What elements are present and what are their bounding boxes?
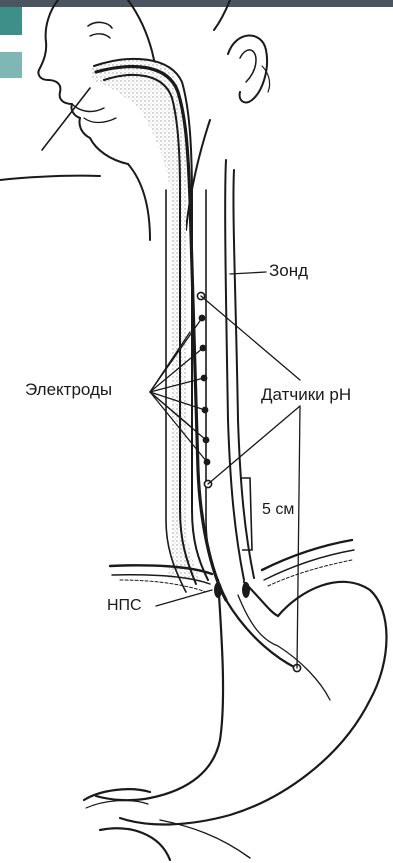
ph-leader-2 <box>208 406 300 484</box>
ph-sensors <box>197 292 300 671</box>
stomach-outline <box>96 580 387 824</box>
les-leader <box>156 590 212 606</box>
probe-label: Зонд <box>269 262 308 279</box>
les-sphincter <box>214 582 250 598</box>
electrodes-label: Электроды <box>25 381 112 398</box>
ph-leader-3 <box>297 406 300 668</box>
ph-sensors-label: Датчики pH <box>261 386 351 403</box>
nasopharynx-shading <box>92 60 200 580</box>
les-label: НПС <box>107 598 142 614</box>
ph-leader-1 <box>201 296 300 380</box>
ear-outline <box>228 35 270 102</box>
distance-label: 5 см <box>262 502 294 518</box>
electrodes <box>199 315 211 466</box>
diaphragm <box>110 540 354 592</box>
